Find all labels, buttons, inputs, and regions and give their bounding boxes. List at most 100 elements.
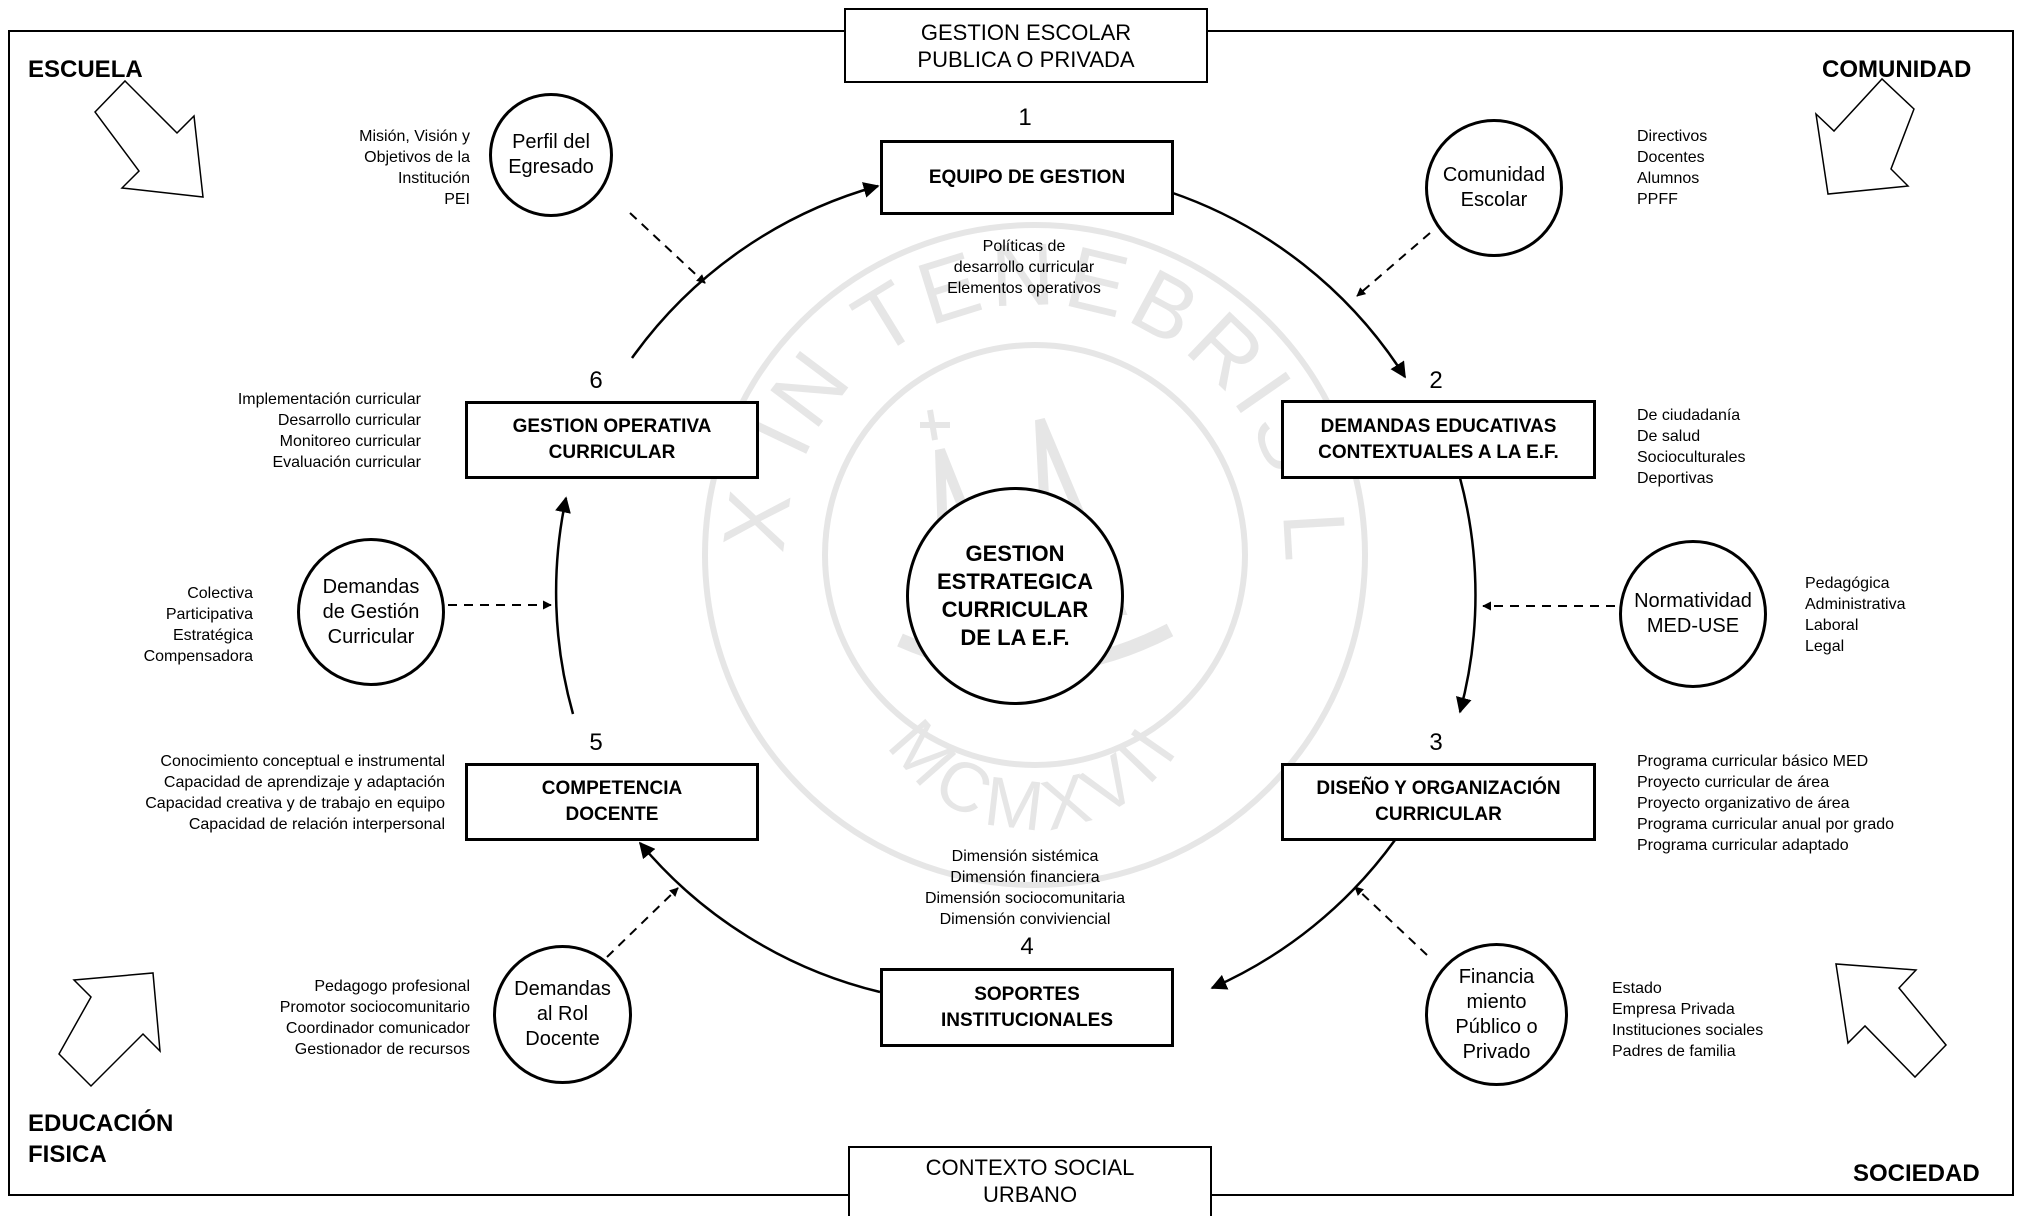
corner-escuela: ESCUELA	[28, 54, 143, 85]
arc-1-to-2	[1169, 190, 1407, 379]
stage-1-number: 1	[1018, 104, 1032, 131]
note-normatividad-line-2: Administrativa	[1805, 596, 1906, 613]
arc-3-to-4	[1210, 839, 1397, 990]
circle-financiamiento-line-2: miento	[1466, 990, 1527, 1013]
arc-6-to-1	[630, 182, 880, 359]
note-comunidad: Directivos Docentes Alumnos PPFF	[1637, 126, 1707, 210]
circle-gestion-line-1: Demandas	[322, 575, 420, 598]
center-line-2: ESTRATEGICA	[936, 569, 1094, 594]
center-line-1: GESTION	[965, 541, 1065, 566]
stage-5-line-1: COMPETENCIA	[541, 778, 683, 799]
corner-educacion-text: EDUCACIÓN	[28, 1110, 174, 1137]
circle-financiamiento-line-3: Público o	[1455, 1015, 1538, 1038]
note-competencia-line-2: Capacidad de aprendizaje y adaptación	[163, 774, 445, 791]
stage-4-line-2: INSTITUCIONALES	[940, 1009, 1114, 1031]
arrow-comunidad	[1814, 77, 1915, 195]
circle-perfil-line-2: Egresado	[508, 156, 594, 178]
stage-3-line-2: CURRICULAR	[1375, 804, 1502, 825]
corner-educacion-fisica: EDUCACIÓN FISICA	[28, 1108, 173, 1170]
stage-6-line-1: GESTION OPERATIVA	[512, 416, 712, 437]
note-rol-line-1: Pedagogo profesional	[314, 978, 470, 995]
note-gestion-line-3: Estratégica	[172, 627, 253, 644]
dashed-arrows	[448, 212, 1615, 958]
circle-financiamiento-line-4: Privado	[1462, 1040, 1531, 1063]
note-politicas-line-2: desarrollo curricular	[953, 259, 1095, 276]
stage-6-line-2: CURRICULAR	[548, 442, 676, 463]
note-rol-line-4: Gestionador de recursos	[294, 1041, 470, 1058]
note-normatividad-line-3: Laboral	[1805, 617, 1859, 634]
circle-gestion-line-2: de Gestión	[322, 600, 420, 623]
note-contextuales-line-1: De ciudadanía	[1637, 407, 1741, 424]
note-rol-line-3: Coordinador comunicador	[285, 1020, 470, 1037]
stage-6-number: 6	[589, 367, 603, 394]
circle-normatividad-line-2: MED-USE	[1646, 615, 1740, 637]
corner-fisica-text: FISICA	[28, 1141, 107, 1168]
circle-comunidad-line-1: Comunidad	[1442, 164, 1546, 186]
note-normatividad: Pedagógica Administrativa Laboral Legal	[1805, 573, 1905, 657]
note-diseno-line-1: Programa curricular básico MED	[1637, 753, 1869, 770]
stage-box-diseno-organizacion: DISEÑO Y ORGANIZACIÓN CURRICULAR	[1281, 763, 1596, 841]
header-line-2: PUBLICA O PRIVADA	[917, 46, 1135, 72]
circle-rol-docente: Demandas al Rol Docente	[493, 945, 632, 1084]
note-demandas-contextuales: De ciudadanía De salud Socioculturales D…	[1637, 405, 1746, 489]
dash-perfil	[629, 212, 706, 284]
note-comunidad-line-1: Directivos	[1637, 128, 1708, 145]
note-comunidad-line-2: Docentes	[1637, 149, 1705, 166]
footer-box: CONTEXTO SOCIAL URBANO	[848, 1146, 1212, 1216]
circle-normatividad-line-1: Normatividad	[1634, 590, 1752, 612]
stage-4-number: 4	[1020, 933, 1034, 960]
stage-2-line-1: DEMANDAS EDUCATIVAS	[1320, 415, 1557, 437]
note-competencia-line-4: Capacidad de relación interpersonal	[188, 816, 445, 833]
stage-box-demandas-educativas: DEMANDAS EDUCATIVAS CONTEXTUALES A LA E.…	[1281, 400, 1596, 479]
dash-comunidad	[1356, 232, 1431, 297]
stage-3-line-1: DISEÑO Y ORGANIZACIÓN	[1316, 778, 1561, 799]
note-dimensiones-line-1: Dimensión sistémica	[951, 848, 1099, 865]
note-gestion-line-1: Colectiva	[187, 585, 253, 602]
dash-rol-docente	[606, 887, 679, 958]
circle-financiamiento: Financia miento Público o Privado	[1425, 943, 1568, 1086]
note-competencia-line-1: Conocimiento conceptual e instrumental	[160, 753, 445, 770]
stage-5-line-2: DOCENTE	[565, 804, 659, 825]
stage-box-soportes-institucionales: SOPORTES INSTITUCIONALES	[880, 968, 1174, 1047]
watermark-motto: ET LUX IN TENEBRIS LUCET	[0, 0, 1366, 569]
note-contextuales-line-4: Deportivas	[1637, 470, 1714, 487]
center-circle: GESTION ESTRATEGICA CURRICULAR DE LA E.F…	[906, 487, 1124, 705]
circle-comunidad-escolar: Comunidad Escolar	[1425, 119, 1563, 257]
stage-3-number: 3	[1429, 729, 1443, 756]
note-perfil-line-2: Objetivos de la	[364, 149, 470, 166]
note-competencia-line-3: Capacidad creativa y de trabajo en equip…	[145, 795, 445, 812]
footer-line-2: URBANO	[982, 1182, 1078, 1207]
circle-gestion-curricular: Demandas de Gestión Curricular	[297, 538, 445, 686]
note-diseno-line-3: Proyecto organizativo de área	[1637, 795, 1850, 812]
circle-perfil-line-1: Perfil del	[512, 131, 590, 153]
stage-box-gestion-operativa: GESTION OPERATIVA CURRICULAR	[465, 401, 759, 479]
note-operativa-line-3: Monitoreo curricular	[279, 433, 421, 450]
circle-perfil-egresado: Perfil del Egresado	[489, 93, 613, 217]
note-dimensiones: Dimensión sistémica Dimensión financiera…	[890, 846, 1160, 930]
note-diseno-line-5: Programa curricular adaptado	[1637, 837, 1849, 854]
stage-box-equipo-gestion: EQUIPO DE GESTION	[880, 140, 1174, 215]
stage-1-line-1: EQUIPO DE GESTION	[928, 166, 1126, 188]
circle-financiamiento-line-1: Financia	[1458, 965, 1535, 988]
header-box: GESTION ESCOLAR PUBLICA O PRIVADA	[844, 8, 1208, 83]
note-financiamiento-line-1: Estado	[1612, 980, 1662, 997]
watermark-year: MCMXVII	[874, 705, 1195, 847]
note-contextuales-line-2: De salud	[1637, 428, 1701, 445]
stage-2-number: 2	[1429, 367, 1443, 394]
note-operativa-line-2: Desarrollo curricular	[277, 412, 421, 429]
note-normatividad-line-4: Legal	[1805, 638, 1845, 655]
note-dimensiones-line-4: Dimensión conviviencial	[939, 911, 1111, 928]
cycle-arrows	[554, 182, 1477, 994]
note-financiamiento: Estado Empresa Privada Instituciones soc…	[1612, 978, 1763, 1062]
arc-2-to-3	[1456, 477, 1477, 714]
note-normatividad-line-1: Pedagógica	[1805, 575, 1890, 592]
note-contextuales-line-3: Socioculturales	[1637, 449, 1746, 466]
note-perfil-line-3: Institución	[397, 170, 470, 187]
corner-comunidad-text: COMUNIDAD	[1822, 56, 1972, 83]
circle-comunidad-line-2: Escolar	[1460, 189, 1528, 211]
note-comunidad-line-3: Alumnos	[1637, 170, 1700, 187]
note-perfil-line-4: PEI	[444, 191, 470, 208]
circle-normatividad: Normatividad MED-USE	[1619, 540, 1767, 688]
corner-arrows	[58, 77, 1948, 1088]
